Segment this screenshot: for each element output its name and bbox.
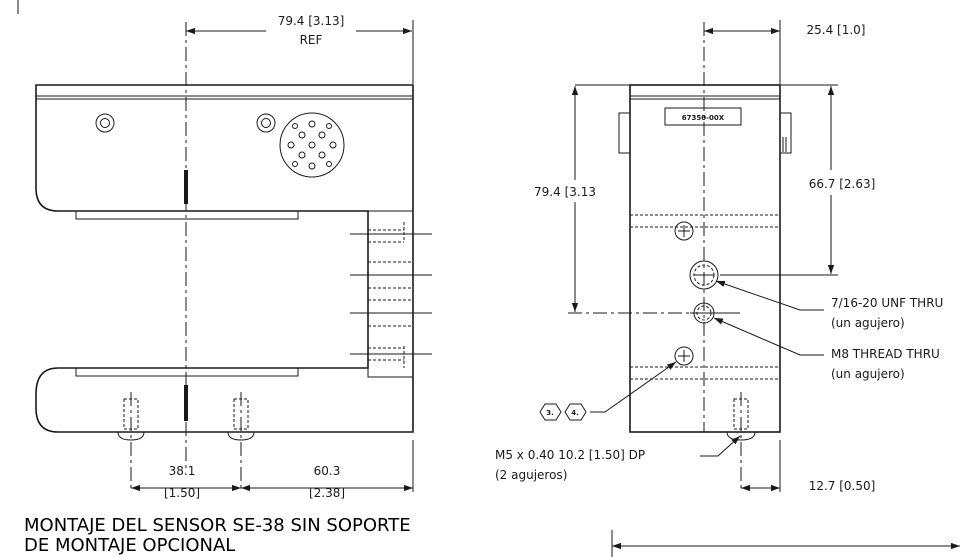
dim-top-width-text: 25.4 [1.0] xyxy=(807,23,866,37)
dim-hole-height-text: 66.7 [2.63] xyxy=(809,177,876,191)
dim-hole-edge-inch: [2.38] xyxy=(309,486,345,500)
sensor-body-outline xyxy=(35,84,414,433)
side-tab-right xyxy=(779,112,792,154)
leader-balloons xyxy=(590,361,677,413)
balloon-4: 4. xyxy=(564,403,587,421)
speaker-grille-icon xyxy=(279,112,345,178)
dim-hole-spacing-text: 38.1 xyxy=(169,464,196,478)
part-label-plate xyxy=(664,107,742,126)
svg-text:4.: 4. xyxy=(571,409,579,417)
hole-unf-icon xyxy=(689,260,719,290)
slot-mark-upper xyxy=(184,170,188,204)
front-body-outline xyxy=(629,84,781,433)
leader-m5 xyxy=(700,435,741,457)
svg-text:3.: 3. xyxy=(546,409,554,417)
screw-hole-upper-icon xyxy=(674,221,694,241)
dim-hole-edge-text: 60.3 xyxy=(314,464,341,478)
bottom-hole-left xyxy=(117,392,145,490)
hole-m8-icon xyxy=(690,302,740,324)
dim-height-text: 79.4 [3.13 xyxy=(534,185,596,199)
callout-m8-line2: (un agujero) xyxy=(831,367,905,381)
screw-left-icon xyxy=(95,113,115,133)
callout-m8-line1: M8 THREAD THRU xyxy=(831,347,940,361)
drawing-title-line2: DE MONTAJE OPCIONAL xyxy=(24,535,235,556)
connector-block xyxy=(367,210,414,378)
callout-unf-line1: 7/16-20 UNF THRU xyxy=(831,296,943,310)
drawing-title-line1: MONTAJE DEL SENSOR SE-38 SIN SOPORTE xyxy=(24,515,411,536)
slot-mark-lower xyxy=(184,385,188,421)
screw-hole-lower-icon xyxy=(674,346,694,366)
callout-m5-line1: M5 x 0.40 10.2 [1.50] DP xyxy=(495,448,645,462)
dim-bottom-offset-text: 12.7 [0.50] xyxy=(809,479,876,493)
lower-rail xyxy=(75,367,299,377)
dim-width-text: 79.4 [3.13] xyxy=(278,14,345,28)
dim-width-ref-text: REF xyxy=(300,33,323,47)
part-number-text: 67350-00X xyxy=(682,114,725,122)
callout-unf-line2: (un agujero) xyxy=(831,316,905,330)
upper-rail xyxy=(75,210,299,220)
bottom-threaded-hole xyxy=(726,392,756,490)
balloon-3: 3. xyxy=(539,403,562,421)
side-tab-left xyxy=(618,112,631,154)
front-view: 25.4 [1.0] 67350-00X xyxy=(495,20,960,557)
leader-unf xyxy=(715,280,824,311)
screw-right-icon xyxy=(256,113,276,133)
dim-hole-spacing-inch: [1.50] xyxy=(164,486,200,500)
leader-m8 xyxy=(713,317,824,356)
side-view: 79.4 [3.13] REF xyxy=(35,14,432,500)
connector-centerlines xyxy=(350,233,432,355)
connector-hidden-features xyxy=(368,222,412,368)
callout-m5-line2: (2 agujeros) xyxy=(495,468,567,482)
bottom-hole-right xyxy=(227,392,255,490)
